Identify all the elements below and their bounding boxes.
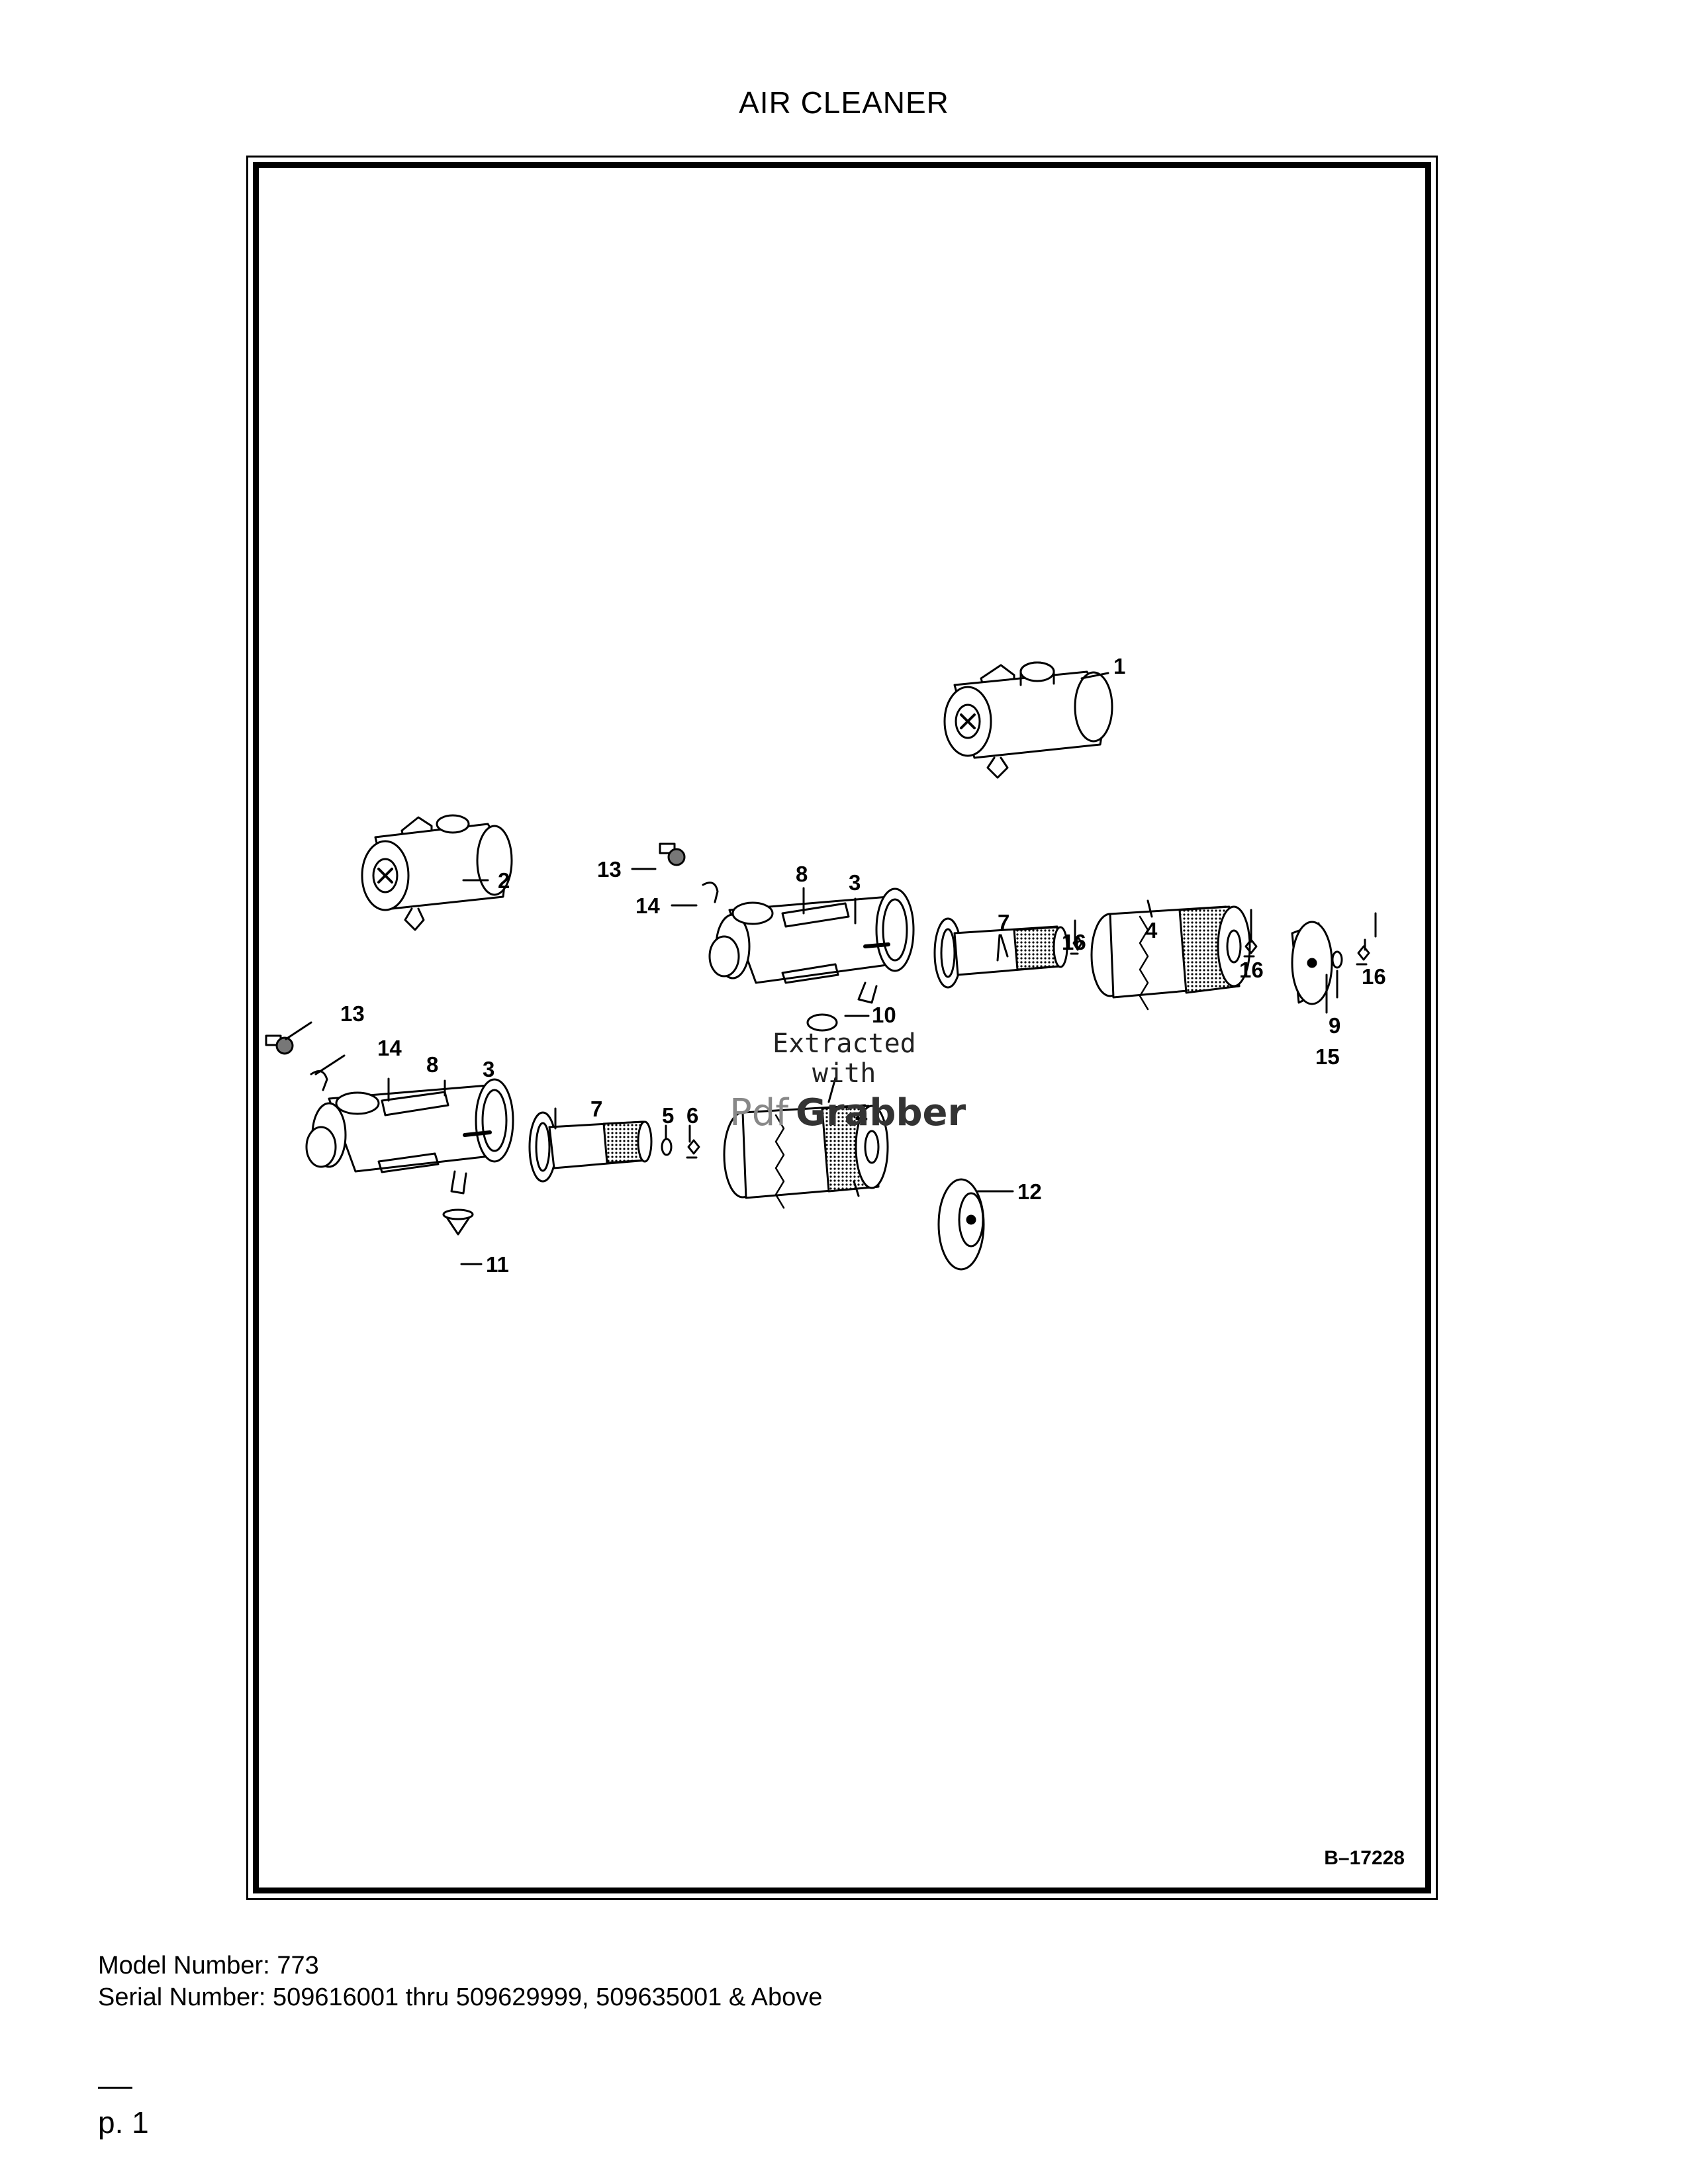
callout-3-lower: 3 bbox=[483, 1057, 494, 1081]
callout-4-upper: 4 bbox=[1145, 918, 1158, 942]
callout-6: 6 bbox=[686, 1103, 698, 1128]
callout-16-b: 16 bbox=[1239, 958, 1264, 982]
part-13-restriction-indicator-lower bbox=[265, 1034, 294, 1055]
leader-1 bbox=[1080, 672, 1109, 680]
part-1-air-cleaner-assembly bbox=[943, 661, 1113, 779]
callout-13-lower: 13 bbox=[340, 1001, 365, 1026]
exploded-parts-diagram: 1 2 13 14 8 3 7 16 4 16 16 9 15 10 13 14… bbox=[253, 162, 1431, 1893]
callout-7-upper: 7 bbox=[998, 910, 1009, 934]
pdfgrabber-watermark: Extracted with Pdf Grabber bbox=[729, 1028, 966, 1134]
callout-16-c: 16 bbox=[1362, 964, 1386, 989]
model-number: Model Number: 773 bbox=[98, 1952, 319, 1979]
callout-3-upper: 3 bbox=[849, 870, 861, 895]
part-15-cover-upper bbox=[1291, 921, 1333, 1005]
part-9-washer bbox=[1331, 950, 1343, 969]
lower-assembly bbox=[265, 1034, 985, 1271]
callout-13-upper: 13 bbox=[597, 857, 622, 882]
diagram-frame bbox=[253, 162, 1431, 1893]
diagram-frame-outer bbox=[246, 156, 1438, 1900]
page-title: AIR CLEANER bbox=[739, 85, 949, 120]
callout-16-a: 16 bbox=[1062, 930, 1086, 954]
callout-1: 1 bbox=[1113, 654, 1125, 678]
part-16-wing-nut-b bbox=[1243, 938, 1258, 958]
watermark-line1: Extracted bbox=[773, 1028, 916, 1059]
callout-11: 11 bbox=[486, 1252, 509, 1277]
callout-15: 15 bbox=[1315, 1044, 1340, 1069]
part-14-elbow-lower bbox=[310, 1070, 328, 1091]
part-16-wing-nut-c bbox=[1356, 945, 1370, 966]
part-6-wing-nut bbox=[686, 1139, 700, 1159]
part-7-safety-element-lower bbox=[528, 1111, 653, 1183]
part-13-restriction-indicator-upper bbox=[659, 842, 686, 866]
serial-number: Serial Number: 509616001 thru 509629999,… bbox=[98, 1983, 823, 2011]
part-10-fitting bbox=[806, 1013, 838, 1032]
callout-8-lower: 8 bbox=[426, 1052, 438, 1077]
part-5-washer bbox=[661, 1138, 673, 1156]
callout-14-lower: 14 bbox=[377, 1036, 402, 1060]
watermark-logo-pdf: Pdf bbox=[729, 1091, 789, 1134]
callout-8-upper: 8 bbox=[796, 862, 808, 886]
callout-5: 5 bbox=[662, 1103, 674, 1128]
watermark-line2: with bbox=[812, 1058, 876, 1089]
parts-illustration: 1 2 13 14 8 3 7 16 4 16 16 9 15 10 13 14… bbox=[265, 654, 1386, 1277]
footer-rule bbox=[98, 2087, 132, 2089]
callout-4-lower: 4 bbox=[855, 1103, 868, 1128]
part-8-band-lower bbox=[381, 1091, 449, 1116]
callout-14-upper: 14 bbox=[635, 893, 660, 918]
callout-2: 2 bbox=[498, 868, 510, 893]
page-number: p. 1 bbox=[98, 2105, 149, 2140]
part-2-air-cleaner-assembly bbox=[361, 814, 513, 931]
callout-9: 9 bbox=[1329, 1013, 1340, 1038]
upper-assembly bbox=[659, 842, 1370, 1032]
part-8-band-upper bbox=[781, 902, 850, 928]
watermark-logo-grabber: Grabber bbox=[796, 1091, 966, 1134]
callout-labels: 1 2 13 14 8 3 7 16 4 16 16 9 15 10 13 14… bbox=[340, 654, 1386, 1277]
part-14-elbow-upper bbox=[702, 882, 719, 903]
part-7-safety-element-upper bbox=[933, 917, 1068, 989]
part-16-wing-nut-a bbox=[1070, 935, 1083, 955]
part-4-primary-element-lower bbox=[723, 1104, 889, 1209]
part-12-cover-lower bbox=[937, 1178, 985, 1271]
leader-lines bbox=[285, 868, 1377, 1265]
drawing-number: B–17228 bbox=[1324, 1847, 1405, 1869]
callout-7-lower: 7 bbox=[590, 1097, 602, 1121]
part-4-primary-element-upper bbox=[1090, 905, 1251, 1011]
callout-12: 12 bbox=[1017, 1179, 1042, 1204]
callout-10: 10 bbox=[872, 1003, 896, 1027]
